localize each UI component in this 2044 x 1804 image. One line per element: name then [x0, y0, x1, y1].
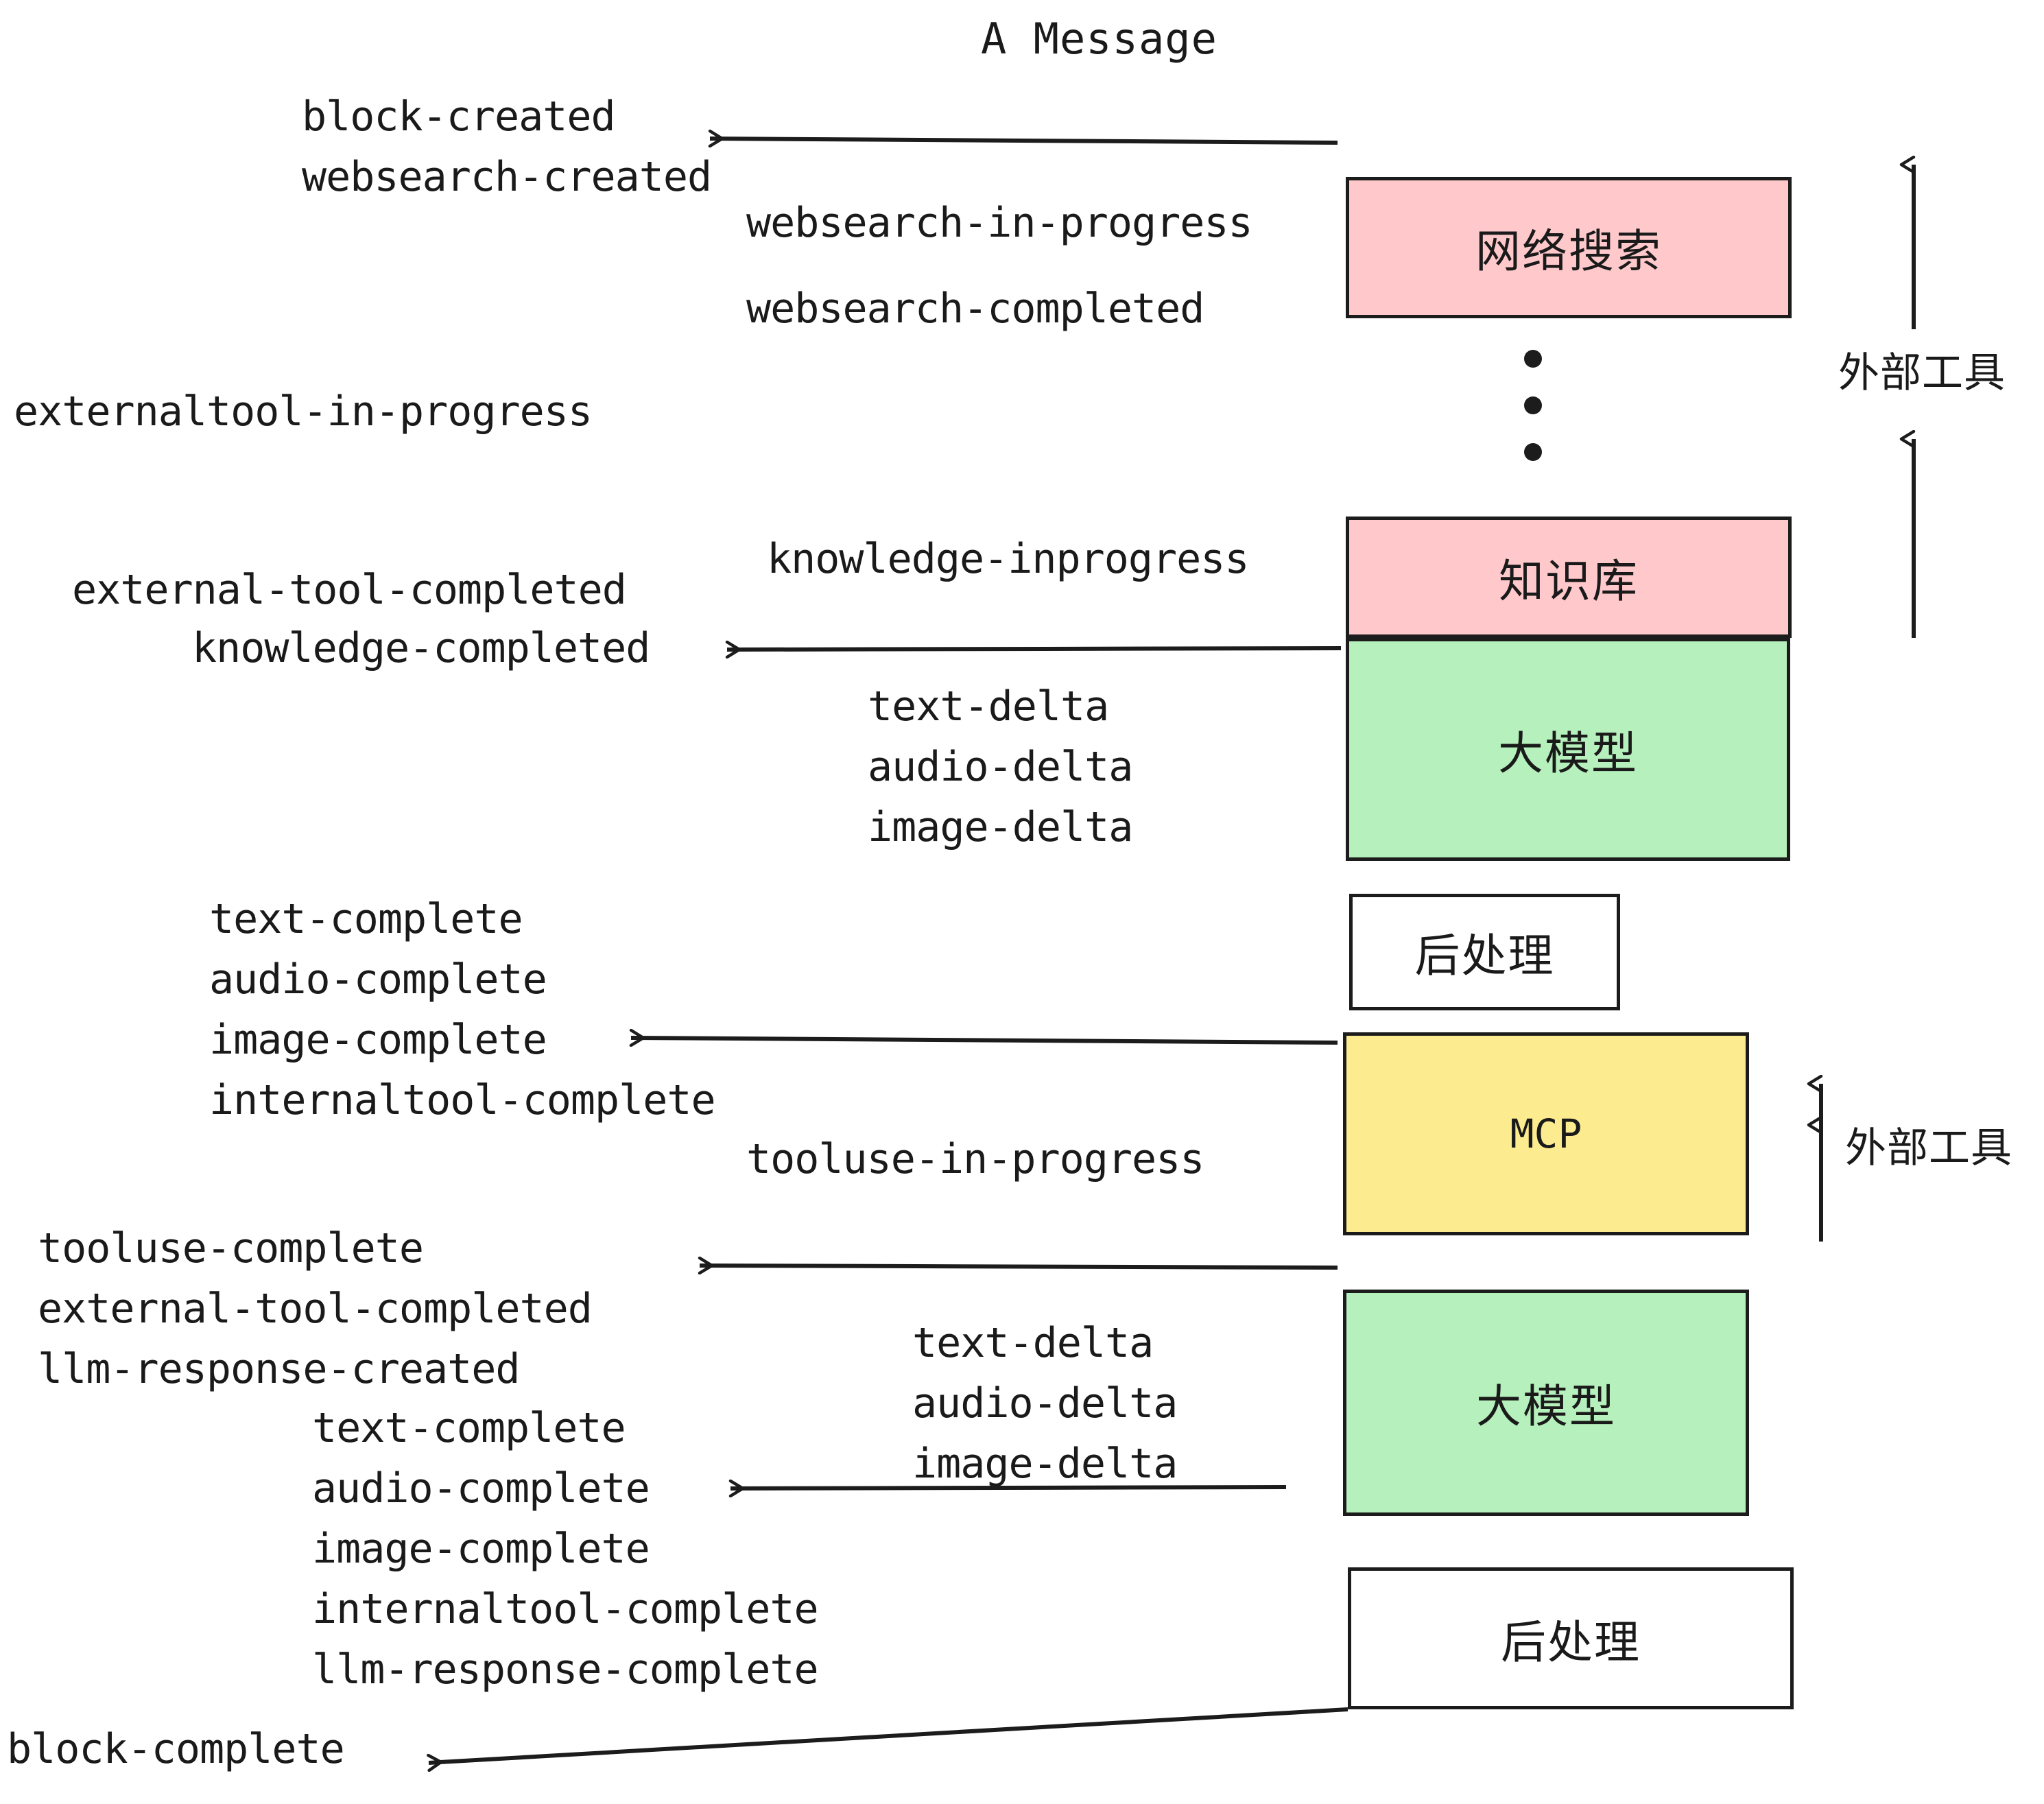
event-external-tool-completed-1: external-tool-completed	[72, 566, 627, 614]
event-llm-response-complete: llm-response-complete	[312, 1646, 819, 1694]
event-image-delta-2: image-delta	[912, 1440, 1178, 1488]
node-llm-1-label: 大模型	[1498, 727, 1638, 779]
side-label-external-tools-top: 外部工具	[1838, 350, 2006, 396]
event-text-complete-2: text-complete	[312, 1404, 626, 1452]
event-tooluse-complete: tooluse-complete	[38, 1224, 424, 1272]
node-postprocess-2[interactable]: 后处理	[1348, 1567, 1794, 1709]
event-audio-delta-2: audio-delta	[912, 1379, 1178, 1427]
event-llm-response-created: llm-response-created	[38, 1345, 520, 1393]
page-title: A Message	[981, 14, 1217, 64]
node-llm-2[interactable]: 大模型	[1343, 1290, 1749, 1516]
node-knowledgebase-label: 知识库	[1499, 555, 1639, 606]
event-websearch-created: websearch-created	[302, 153, 712, 201]
event-image-delta-1: image-delta	[868, 803, 1133, 851]
event-internaltool-complete-1: internaltool-complete	[209, 1076, 716, 1124]
node-llm-2-label: 大模型	[1476, 1381, 1616, 1432]
ellipsis-dot-1	[1524, 350, 1542, 368]
node-mcp[interactable]: MCP	[1343, 1032, 1749, 1235]
event-knowledge-completed: knowledge-completed	[192, 624, 650, 672]
event-websearch-completed: websearch-completed	[746, 285, 1204, 333]
arrow-websearch-to-block-created	[710, 139, 1338, 143]
arrow-mcp-to-tooluse-complete	[700, 1266, 1338, 1268]
node-knowledgebase[interactable]: 知识库	[1346, 517, 1792, 638]
event-text-complete-1: text-complete	[209, 895, 523, 943]
event-websearch-in-progress: websearch-in-progress	[746, 199, 1253, 247]
event-externaltool-in-progress: externaltool-in-progress	[14, 388, 593, 436]
side-label-external-tools-bottom: 外部工具	[1845, 1125, 2012, 1171]
arrow-llm1-to-image-complete	[631, 1038, 1338, 1043]
node-postprocess-2-label: 后处理	[1501, 1616, 1641, 1667]
event-text-delta-1: text-delta	[868, 683, 1109, 731]
ellipsis-dot-2	[1524, 396, 1542, 414]
event-image-complete-1: image-complete	[209, 1016, 547, 1064]
event-block-created: block-created	[302, 93, 616, 141]
event-external-tool-completed-2: external-tool-completed	[38, 1285, 593, 1333]
event-audio-complete-1: audio-complete	[209, 956, 547, 1004]
node-llm-1[interactable]: 大模型	[1346, 638, 1790, 861]
node-mcp-label: MCP	[1510, 1111, 1582, 1157]
node-postprocess-1[interactable]: 后处理	[1349, 894, 1620, 1010]
node-websearch-label: 网络搜索	[1475, 226, 1662, 276]
node-websearch[interactable]: 网络搜索	[1346, 177, 1792, 318]
event-text-delta-2: text-delta	[912, 1319, 1154, 1367]
event-block-complete: block-complete	[7, 1725, 345, 1773]
event-audio-complete-2: audio-complete	[312, 1464, 650, 1512]
event-audio-delta-1: audio-delta	[868, 743, 1133, 791]
event-tooluse-in-progress: tooluse-in-progress	[746, 1135, 1204, 1183]
ellipsis-dot-3	[1524, 443, 1542, 461]
arrow-postprocess2-to-block-complete	[429, 1707, 1348, 1763]
event-knowledge-inprogress: knowledge-inprogress	[767, 535, 1249, 583]
node-postprocess-1-label: 后处理	[1414, 930, 1555, 981]
arrow-knowledge-to-knowledge-completed	[727, 648, 1342, 650]
event-image-complete-2: image-complete	[312, 1525, 650, 1573]
event-internaltool-complete-2: internaltool-complete	[312, 1585, 819, 1633]
